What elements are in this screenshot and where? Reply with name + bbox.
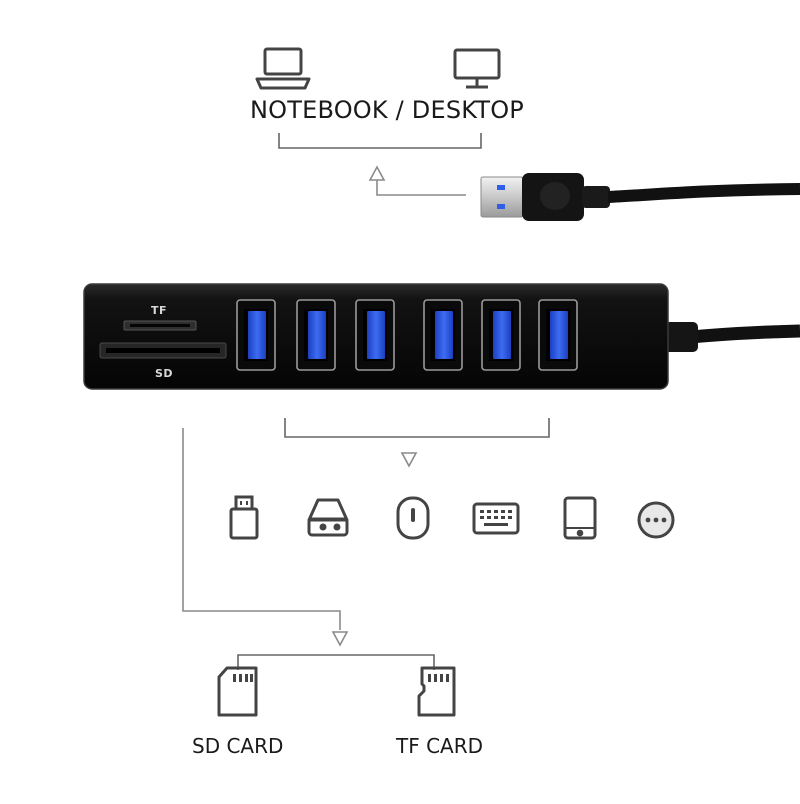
tf-card-label: TF CARD <box>396 734 484 758</box>
hard-drive-icon <box>307 498 349 537</box>
card-connector-line <box>182 428 341 630</box>
ports-bracket <box>284 418 550 438</box>
usb-port <box>296 299 336 371</box>
tablet-icon <box>563 496 597 540</box>
sd-card-label: SD CARD <box>192 734 284 758</box>
usb-port <box>538 299 578 371</box>
host-bracket <box>278 133 482 149</box>
tf-card-slot <box>123 320 197 331</box>
more-icon <box>637 501 675 539</box>
mouse-icon <box>396 496 430 540</box>
usb-port <box>423 299 463 371</box>
sd-slot-label: SD <box>155 367 174 380</box>
desktop-monitor-icon <box>453 48 501 89</box>
laptop-icon <box>255 47 311 90</box>
usb-port <box>355 299 395 371</box>
sd-card-slot <box>99 342 227 359</box>
sd-card-icon <box>217 666 258 717</box>
usb-port <box>481 299 521 371</box>
usb-a-plug <box>480 173 800 221</box>
keyboard-icon <box>472 502 520 535</box>
usb-port <box>236 299 276 371</box>
uplink-arrow <box>368 165 466 196</box>
tf-slot-label: TF <box>151 304 168 317</box>
usb-flash-drive-icon <box>229 495 259 540</box>
host-label: NOTEBOOK / DESKTOP <box>250 96 524 124</box>
hub-cable-strain-relief <box>660 322 698 352</box>
cards-bracket <box>237 654 435 670</box>
ports-down-arrow <box>400 452 418 468</box>
card-down-arrow <box>331 631 349 647</box>
tf-card-icon <box>417 666 456 717</box>
